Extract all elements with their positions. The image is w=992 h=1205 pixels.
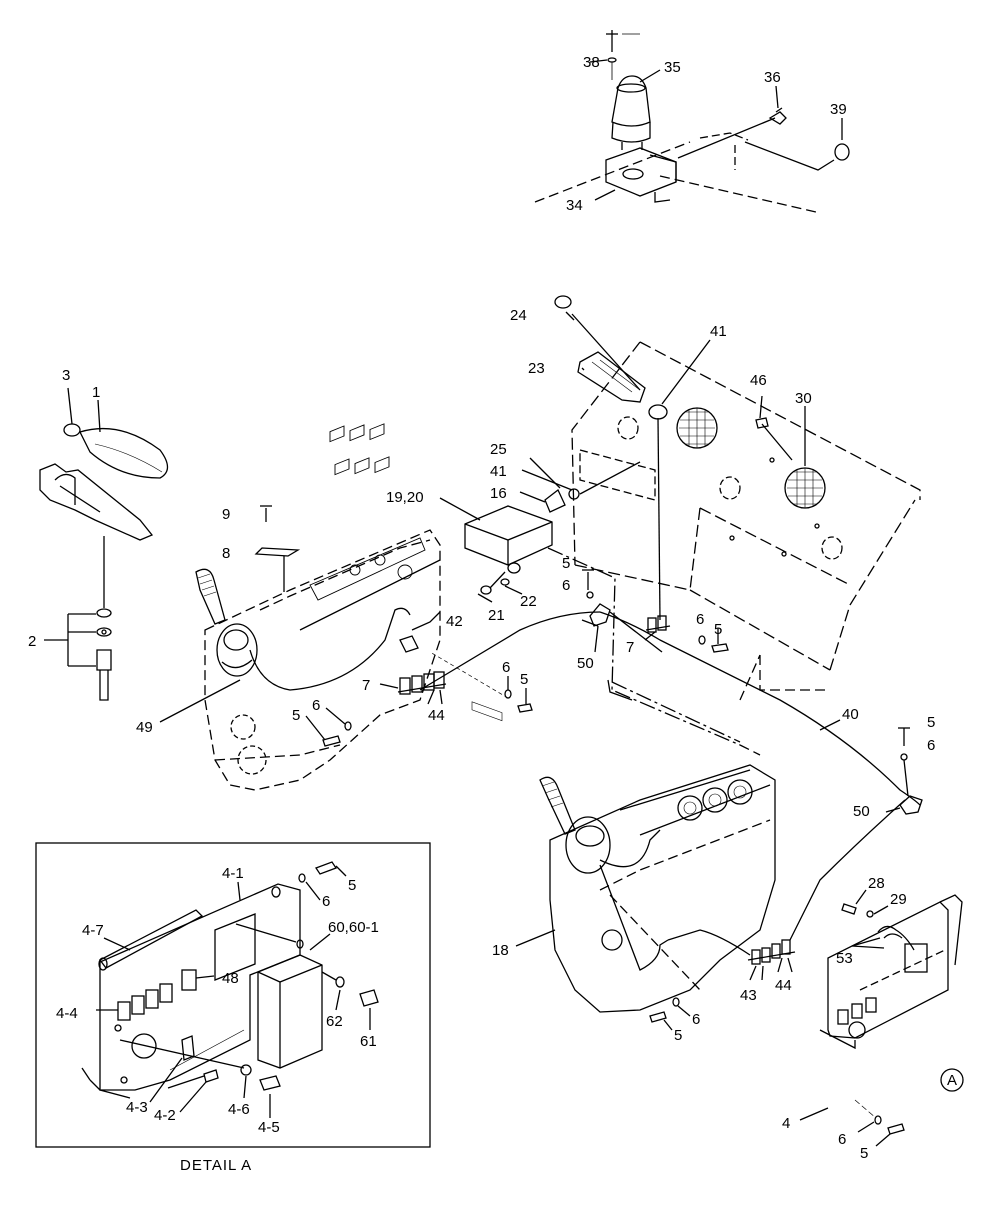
callout-6-d: 6	[312, 697, 320, 714]
callout-7-left: 7	[362, 677, 370, 694]
callout-4-6: 4-6	[228, 1101, 250, 1118]
callout-5-a: 5	[562, 555, 570, 572]
callout-6-h: 6	[838, 1131, 846, 1148]
callout-4: 4	[782, 1115, 790, 1132]
beacon-assembly	[534, 30, 850, 214]
callout-4-2: 4-2	[154, 1107, 176, 1124]
callout-2: 2	[28, 633, 36, 650]
callout-36: 36	[764, 69, 781, 86]
callout-44-left: 44	[428, 707, 445, 724]
callout-6-b: 6	[502, 659, 510, 676]
callout-6-f: 6	[322, 893, 330, 910]
callout-4-4: 4-4	[56, 1005, 78, 1022]
callout-16: 16	[490, 485, 507, 502]
callout-21: 21	[488, 607, 505, 624]
detail-a-box	[35, 842, 431, 1148]
left-console	[159, 423, 601, 791]
callout-35: 35	[664, 59, 681, 76]
cable-clips-middle	[581, 569, 921, 806]
callout-40: 40	[842, 706, 859, 723]
rear-panel	[519, 295, 921, 756]
callout-50-mid: 50	[577, 655, 594, 672]
right-console	[515, 764, 906, 1031]
callout-4-7: 4-7	[82, 922, 104, 939]
callout-24: 24	[510, 307, 527, 324]
callout-28: 28	[868, 875, 885, 892]
callout-46: 46	[750, 372, 767, 389]
callout-5-b: 5	[520, 671, 528, 688]
callout-49: 49	[136, 719, 153, 736]
callout-5-e: 5	[927, 714, 935, 731]
callout-labels: 38 37 35 36 39 34 24 41 23 46 30 3 1 25 …	[28, 54, 957, 1174]
callout-22: 22	[520, 593, 537, 610]
callout-34: 34	[566, 197, 583, 214]
radio-unit	[439, 497, 553, 722]
callout-5-d: 5	[292, 707, 300, 724]
callout-5-c: 5	[714, 621, 722, 638]
callout-8: 8	[222, 545, 230, 562]
callout-50-right: 50	[853, 803, 870, 820]
callout-9: 9	[222, 506, 230, 523]
callout-5-g: 5	[674, 1027, 682, 1044]
callout-7-right: 7	[626, 639, 634, 656]
callout-18: 18	[492, 942, 509, 959]
callout-5-h: 5	[860, 1145, 868, 1162]
callout-19-20: 19,20	[386, 489, 424, 506]
callout-29: 29	[890, 891, 907, 908]
callout-62: 62	[326, 1013, 343, 1030]
callout-41-mid: 41	[490, 463, 507, 480]
callout-1: 1	[92, 384, 100, 401]
callout-4-5: 4-5	[258, 1119, 280, 1136]
callout-5-f: 5	[348, 877, 356, 894]
callout-3: 3	[62, 367, 70, 384]
callout-39: 39	[830, 101, 847, 118]
callout-48: 48	[222, 970, 239, 987]
callout-38: 38	[583, 54, 600, 71]
armrest-assembly	[39, 387, 169, 701]
callout-4-3: 4-3	[126, 1099, 148, 1116]
callout-6-e: 6	[927, 737, 935, 754]
detail-caption: DETAIL A	[180, 1157, 252, 1174]
callout-6-g: 6	[692, 1011, 700, 1028]
callout-43: 43	[740, 987, 757, 1004]
detail-marker-a: A	[947, 1072, 957, 1089]
callout-44-right: 44	[775, 977, 792, 994]
callout-30: 30	[795, 390, 812, 407]
callout-42: 42	[446, 613, 463, 630]
callout-6-a: 6	[562, 577, 570, 594]
callout-60-60-1: 60,60-1	[328, 919, 379, 936]
callout-61: 61	[360, 1033, 377, 1050]
cable-clip-right	[885, 727, 923, 815]
callout-41-top: 41	[710, 323, 727, 340]
callout-25: 25	[490, 441, 507, 458]
callout-53: 53	[836, 950, 853, 967]
callout-6-c: 6	[696, 611, 704, 628]
relay-bracket	[799, 889, 964, 1147]
callout-23: 23	[528, 360, 545, 377]
callout-4-1: 4-1	[222, 865, 244, 882]
